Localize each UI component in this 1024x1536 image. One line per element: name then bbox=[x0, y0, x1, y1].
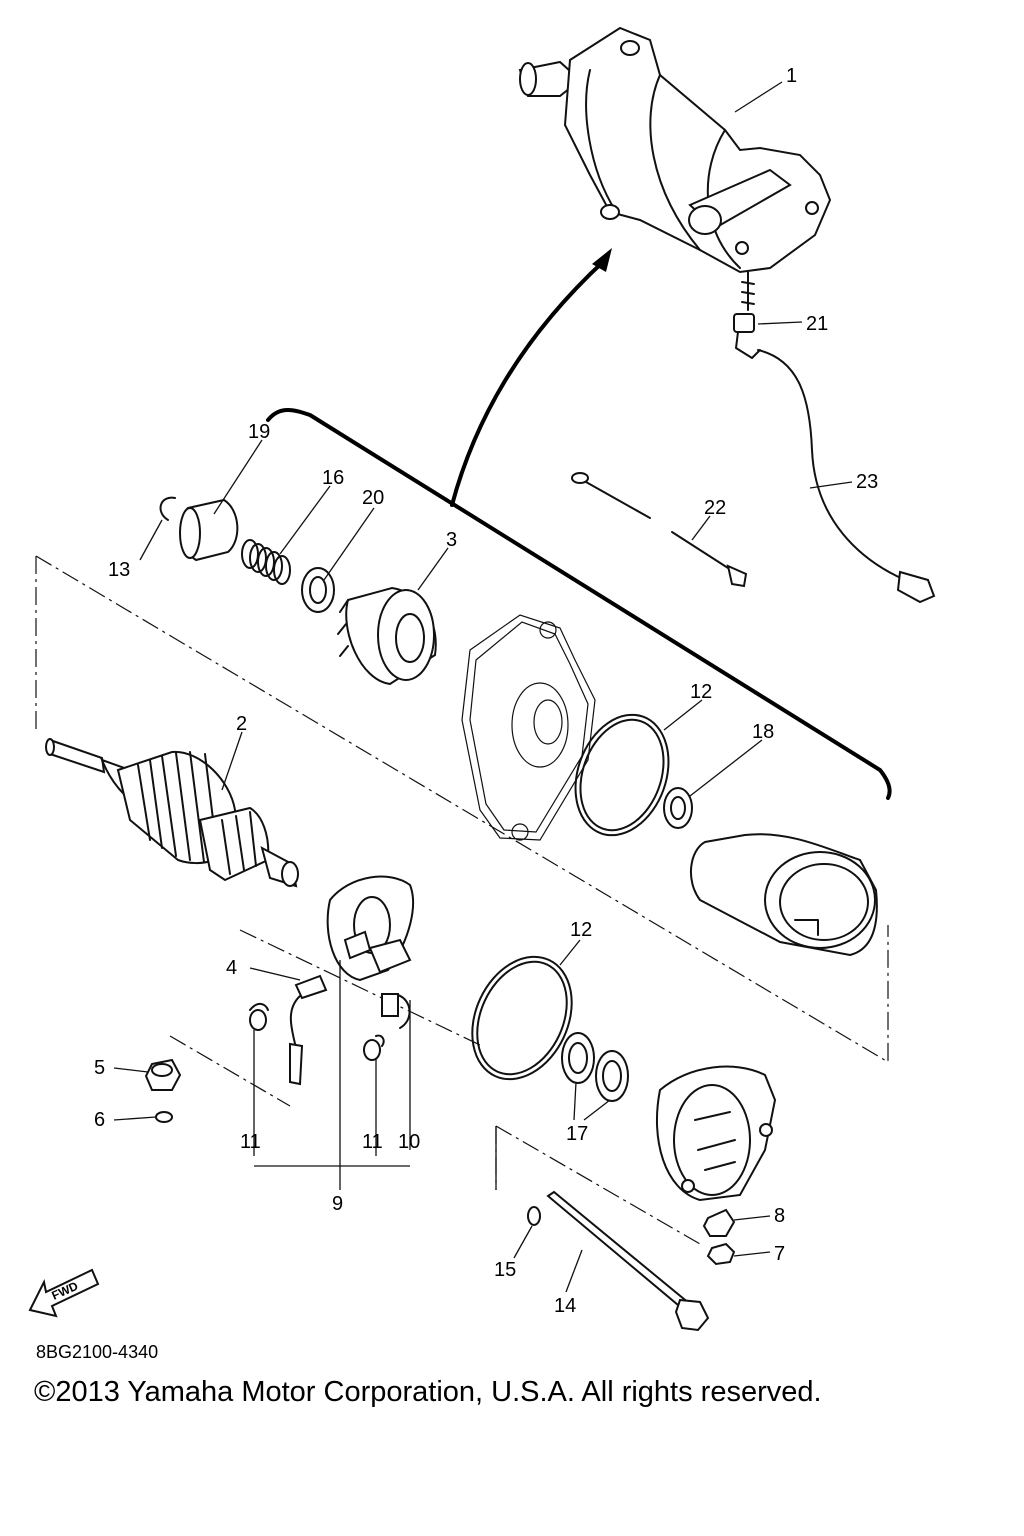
grommet-8 bbox=[702, 1208, 736, 1237]
seals-17 bbox=[561, 1032, 629, 1102]
alignment-line-left bbox=[169, 1035, 291, 1107]
o-ring-12-lower-inner bbox=[476, 960, 568, 1076]
label-17: 17 bbox=[566, 1123, 588, 1145]
label-3: 3 bbox=[446, 529, 457, 551]
lead-wire-23 bbox=[757, 349, 936, 604]
label-11-left: 11 bbox=[240, 1131, 261, 1153]
washer-18 bbox=[663, 787, 693, 829]
washer-11-left bbox=[249, 1003, 269, 1031]
starter-motor-assembly bbox=[518, 26, 832, 311]
rear-cover bbox=[656, 1065, 777, 1202]
label-21: 21 bbox=[806, 313, 828, 335]
label-20: 20 bbox=[362, 487, 384, 509]
part-number-labels: 1 21 23 22 19 16 20 3 13 12 18 2 12 4 5 … bbox=[94, 65, 878, 1317]
label-1: 1 bbox=[786, 65, 797, 87]
washer-11-right bbox=[363, 1034, 385, 1061]
label-2: 2 bbox=[236, 713, 247, 735]
alignment-line-lower-diag bbox=[495, 1125, 701, 1245]
washer-20 bbox=[301, 567, 335, 613]
o-ring-12-lower bbox=[471, 955, 573, 1081]
armature-2 bbox=[45, 738, 299, 888]
label-6: 6 bbox=[94, 1109, 105, 1131]
brush-4 bbox=[289, 974, 328, 1086]
collar-19 bbox=[179, 498, 239, 562]
circlip-13 bbox=[159, 496, 176, 521]
pinion-clutch-3 bbox=[337, 586, 437, 686]
label-12-upper: 12 bbox=[690, 681, 712, 703]
label-23: 23 bbox=[856, 471, 878, 493]
label-18: 18 bbox=[752, 721, 774, 743]
washer-6 bbox=[155, 1111, 173, 1123]
label-19: 19 bbox=[248, 421, 270, 443]
nut-7 bbox=[706, 1242, 736, 1266]
brush-plate-9 bbox=[326, 875, 414, 1029]
lead-wire-22 bbox=[571, 472, 748, 588]
label-14: 14 bbox=[554, 1295, 576, 1317]
assembly-arrow bbox=[450, 248, 612, 507]
o-ring-12-upper bbox=[574, 713, 670, 837]
leader-lines bbox=[113, 81, 853, 1293]
washer-15 bbox=[527, 1206, 541, 1226]
label-9: 9 bbox=[332, 1193, 343, 1215]
label-13: 13 bbox=[108, 559, 130, 581]
label-7: 7 bbox=[774, 1243, 785, 1265]
copyright-notice: ©2013 Yamaha Motor Corporation, U.S.A. A… bbox=[34, 1376, 822, 1408]
label-15: 15 bbox=[494, 1259, 516, 1281]
label-11-right: 11 bbox=[362, 1131, 383, 1153]
yoke-housing bbox=[689, 833, 878, 957]
label-4: 4 bbox=[226, 957, 237, 979]
cap-nut-5 bbox=[144, 1058, 182, 1091]
alignment-line-inner bbox=[239, 929, 481, 1046]
o-ring-12-upper-inner bbox=[579, 718, 665, 832]
label-12-lower: 12 bbox=[570, 919, 592, 941]
spring-16 bbox=[241, 539, 291, 585]
label-5: 5 bbox=[94, 1057, 105, 1079]
label-16: 16 bbox=[322, 467, 344, 489]
group-bracket-line bbox=[266, 408, 892, 800]
front-cover bbox=[461, 614, 596, 841]
fwd-arrow-icon: FWD bbox=[28, 1268, 100, 1318]
label-22: 22 bbox=[704, 497, 726, 519]
reference-code: 8BG2100-4340 bbox=[36, 1342, 159, 1362]
label-8: 8 bbox=[774, 1205, 785, 1227]
through-bolt-14 bbox=[546, 1190, 710, 1332]
label-10: 10 bbox=[398, 1131, 420, 1153]
nut-21 bbox=[733, 313, 761, 359]
